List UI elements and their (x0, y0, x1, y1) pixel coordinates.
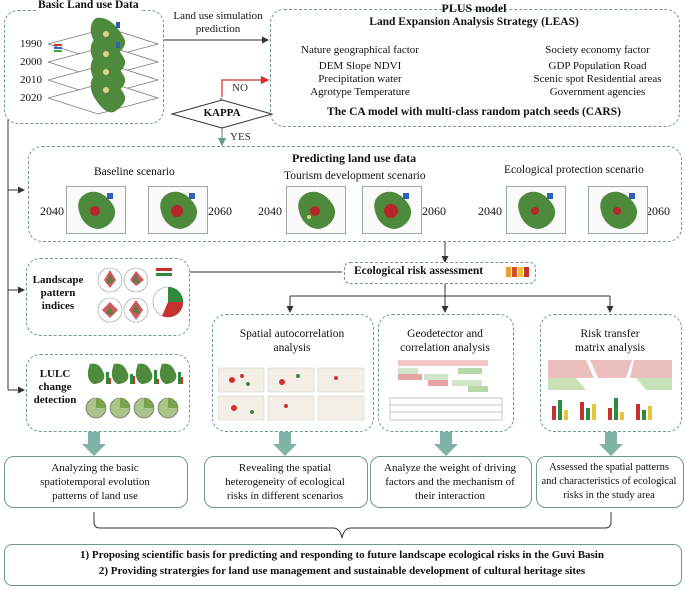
tourism-year-2040: 2040 (258, 204, 282, 218)
stacked-land-use-maps (48, 17, 160, 115)
spatial-title-1: Spatial autocorrelation (239, 328, 345, 340)
risk-transfer-charts (548, 360, 672, 420)
eco-year-2060: 2060 (646, 204, 670, 218)
landscape-line-1: Landscape (32, 274, 84, 286)
scenario-baseline: Baseline scenario (94, 166, 175, 178)
geodetector-heatmap (389, 360, 503, 421)
nature-factor-title: Nature geographical factor (301, 44, 419, 56)
year-2010: 2010 (20, 74, 42, 86)
outcome-1-line-2: spatiotemporal evolution (40, 476, 150, 488)
kappa-diamond (170, 99, 274, 129)
outcome-geodetector (370, 456, 532, 508)
kappa-label: KAPPA (203, 107, 241, 119)
map-tourism-2060 (362, 186, 422, 234)
lulc-maps-and-pies (85, 363, 183, 419)
outcome-spatial (204, 456, 368, 508)
map-eco-2040 (506, 186, 566, 234)
landscape-line-3: indices (41, 300, 75, 312)
outcome-2-line-3: risks in different scenarios (226, 490, 344, 502)
kappa-no-label: NO (232, 82, 248, 94)
outcome-4-line-1: Assessed the spatial patterns (549, 462, 669, 473)
outcome-3-line-2: factors and the mechanism of (385, 476, 515, 488)
plus-model-box (270, 9, 680, 127)
outcome-1-line-3: patterns of land use (52, 490, 138, 502)
ecological-risk-box (344, 262, 536, 284)
sim-label-1: Land use simulation (173, 10, 263, 22)
outcome-transfer (536, 456, 684, 508)
map-baseline-2060 (148, 186, 208, 234)
map-tourism-2040 (286, 186, 346, 234)
society-factor-line-2: Scenic spot Residential areas (533, 73, 662, 85)
ecological-risk-label: Ecological risk assessment (354, 265, 484, 277)
down-arrows (82, 432, 623, 456)
arrow-kappa-no (221, 75, 270, 97)
predicting-box (28, 146, 682, 242)
outcome-3-line-3: their interaction (415, 490, 485, 502)
outcome-2-line-2: heterogeneity of ecological (225, 476, 345, 488)
lulc-line-3: detection (33, 394, 77, 406)
nature-factor-line-2: Precipitation water (318, 73, 402, 85)
outcome-1-line-1: Analyzing the basic (51, 462, 139, 474)
scenario-ecological: Ecological protection scenario (504, 164, 644, 176)
outcome-4-line-3: risks in the study area (563, 490, 655, 501)
spatial-cluster-maps (218, 367, 365, 421)
year-1990: 1990 (20, 38, 42, 50)
geo-title-2: correlation analysis (400, 342, 490, 354)
society-factor-line-1: GDP Population Road (548, 60, 647, 72)
society-factor-title: Society economy factor (545, 44, 650, 56)
nature-factor-line-1: DEM Slope NDVI (318, 60, 402, 72)
cars-title: The CA model with multi-class random pat… (327, 106, 621, 118)
landscape-line-2: pattern (40, 287, 76, 299)
scenario-tourism: Tourism development scenario (284, 170, 426, 182)
lulc-line-2: change (38, 381, 72, 393)
baseline-year-2040: 2040 (40, 204, 64, 218)
conclusion-1: 1) Proposing scientific basis for predic… (80, 549, 604, 561)
basic-land-use-title: Basic Land use Data (36, 0, 141, 11)
transfer-title-1: Risk transfer (580, 328, 640, 340)
tourism-year-2060: 2060 (422, 204, 446, 218)
outcome-4-line-2: and characteristics of ecological (541, 476, 677, 487)
society-factor-line-3: Government agencies (549, 86, 646, 98)
year-2020: 2020 (20, 92, 42, 104)
outcome-land-use (4, 456, 188, 508)
nature-factor-line-3: Agrotype Temperature (310, 86, 410, 98)
geo-title-1: Geodetector and (407, 328, 483, 340)
map-baseline-2040 (66, 186, 126, 234)
outcome-2-line-1: Revealing the spatial (238, 462, 332, 474)
map-eco-2060 (588, 186, 648, 234)
baseline-year-2060: 2060 (208, 204, 232, 218)
year-2000: 2000 (20, 56, 42, 68)
predicting-title: Predicting land use data (291, 151, 417, 165)
conclusion-2: 2) Providing stratergies for land use ma… (98, 565, 586, 577)
summary-bracket (93, 512, 612, 539)
transfer-title-2: matrix analysis (575, 342, 645, 354)
risk-map-icons (506, 267, 529, 277)
outcome-3-line-1: Analyze the weight of driving (384, 462, 516, 474)
sim-label-2: prediction (195, 23, 241, 35)
plus-title: PLUS model (441, 1, 507, 15)
map-legend-icon (54, 44, 62, 52)
conclusions-box (4, 544, 682, 586)
eco-year-2040: 2040 (478, 204, 502, 218)
kappa-yes-label: YES (230, 131, 251, 143)
leas-title: Land Expansion Analysis Strategy (LEAS) (369, 16, 579, 28)
spatial-title-2: analysis (273, 342, 311, 354)
landscape-radar-charts (97, 267, 184, 323)
lulc-line-1: LULC (39, 368, 71, 380)
